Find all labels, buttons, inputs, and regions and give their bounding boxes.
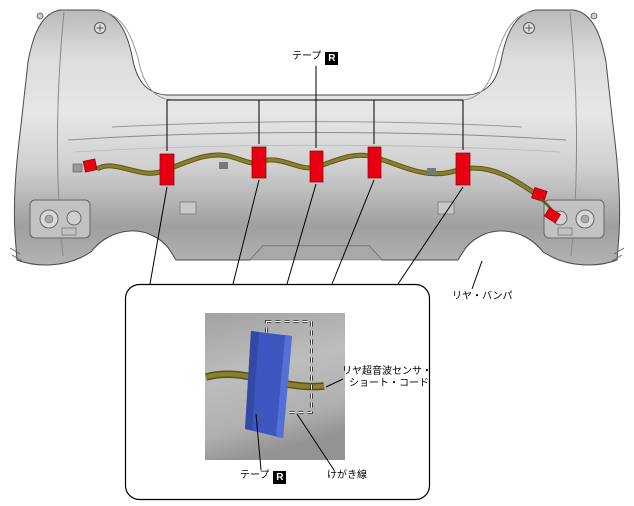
callout-leader-lines [149,179,464,285]
license-lamp-unit-right [543,199,605,239]
center-lower-notch-shadow [249,245,383,261]
tape-label-bottom-text: テープ [240,470,270,481]
harness-clip-left [219,162,228,169]
harness-connector-right [531,187,561,224]
blue-tape-highlight [276,336,292,438]
tow-cover-right [437,201,455,215]
r-mark-badge-top: R [325,52,339,65]
license-lamp-unit-left [29,199,91,239]
tape-label-bracket-lines [166,66,464,151]
corner-clip-left [36,12,44,20]
edge-hatch-left [9,247,23,262]
tape-markers [159,146,471,186]
harness-connector-left [72,158,98,173]
tape-label-top-text: テープ [292,51,322,62]
scribe-line-label: けがき線 [327,470,367,481]
tape-marker-2 [251,146,267,179]
tape-marker-5 [455,152,471,186]
tape-marker-4 [367,146,382,179]
screw-hole-left [94,22,106,34]
harness-clip-right [427,168,436,175]
screw-hole-right [523,22,535,34]
tow-cover-left [179,201,197,215]
r-mark-badge-bottom: R [273,471,287,484]
blue-tape-shade [245,331,259,430]
inset-label-leader-lines [255,378,344,471]
sensor-cord-label-line2: ショート・コード [349,378,429,389]
bumper-body [13,9,621,266]
edge-hatch-right [611,247,625,262]
crease-line-upper [67,132,567,141]
blue-masking-tape [245,331,292,438]
tape-marker-3 [309,150,324,183]
sensor-cord-label-line1: リヤ超音波センサ・ [342,366,432,377]
rear-bumper-leader-line [471,260,483,290]
recess-lip-line [111,121,523,128]
detail-inset-photo [205,313,345,460]
rear-bumper-label: リヤ・バンパ [452,291,513,302]
tape-marker-1 [159,153,175,186]
rear-bumper-illustration [9,9,625,266]
crease-line-lower [74,144,561,153]
corner-clip-right [590,12,598,20]
